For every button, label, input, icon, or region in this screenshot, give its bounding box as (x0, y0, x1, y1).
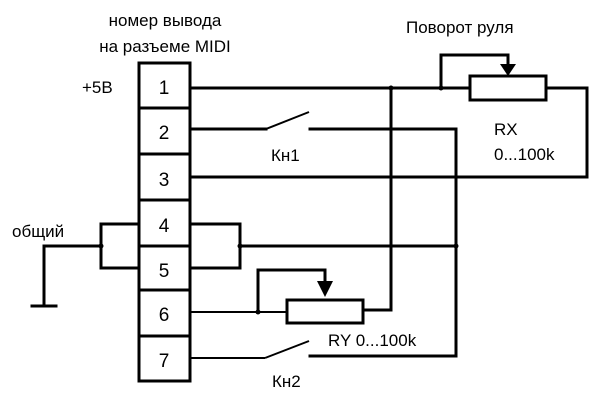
pin-3: 3 (159, 170, 170, 191)
title-line-1: номер вывода (109, 11, 222, 30)
midi-connector: 1 2 3 4 5 6 7 (137, 61, 192, 383)
pin45-bridge-right (188, 222, 242, 270)
pin-2: 2 (159, 123, 170, 144)
junction-dot (388, 85, 394, 91)
pin-6: 6 (159, 305, 170, 326)
rx-range: 0...100k (494, 145, 555, 164)
supply-label: +5В (82, 78, 113, 97)
pin-1: 1 (159, 78, 170, 99)
wire-pin1-to-ry (362, 86, 393, 312)
ry-body (285, 298, 365, 325)
junction-dot (438, 85, 444, 91)
wire-kn1-out (308, 127, 458, 358)
rx-caption: Поворот руля (406, 18, 514, 37)
rx-name: RX (494, 120, 518, 139)
kn2-label: Кн2 (272, 372, 301, 391)
kn1-switch-lever[interactable] (265, 111, 310, 130)
pin-5: 5 (159, 261, 170, 282)
ground-label: общий (12, 222, 64, 241)
ry-label: RY 0...100k (328, 331, 417, 350)
rx-body (468, 74, 548, 102)
connector-body (137, 61, 192, 383)
kn2-switch-lever[interactable] (264, 340, 310, 359)
title-line-2: на разъеме MIDI (99, 37, 231, 56)
rx-potentiometer (438, 53, 589, 179)
kn1-label: Кн1 (271, 146, 300, 165)
rx-wiper-wire (439, 53, 510, 90)
junction-dot (237, 243, 243, 249)
pin-4: 4 (159, 216, 170, 237)
wire-ground (42, 244, 103, 307)
ry-wiper-arrow-icon (317, 281, 333, 297)
ry-wiper-wire (256, 268, 327, 314)
pin45-bridge-left (99, 222, 141, 270)
rx-wiper-arrow-icon (500, 64, 516, 76)
junction-dot (453, 243, 459, 249)
rx-output-wire (544, 86, 589, 179)
pin-7: 7 (159, 351, 170, 372)
ry-potentiometer (256, 268, 365, 325)
